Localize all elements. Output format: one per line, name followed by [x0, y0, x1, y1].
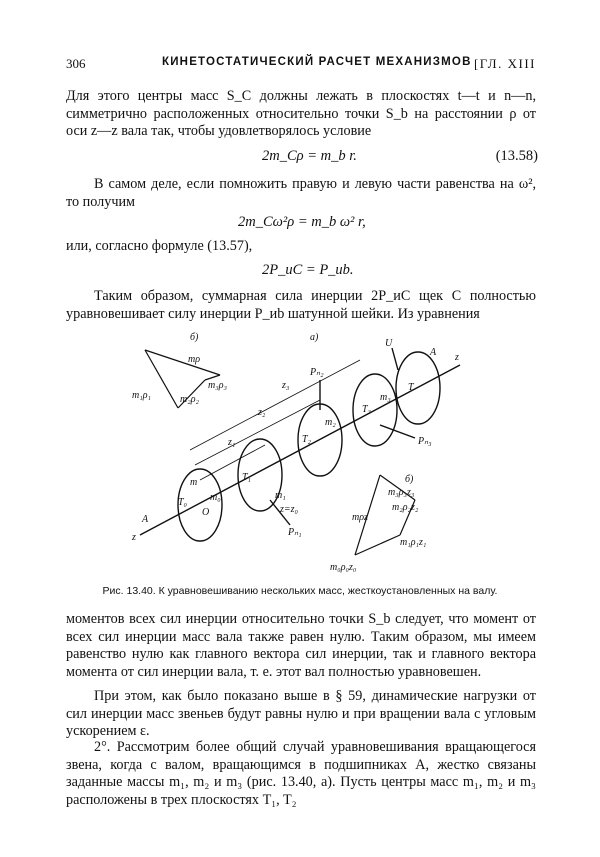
label-O: O [202, 507, 209, 518]
label-b-top: б) [190, 332, 199, 343]
label-T1: T₁ [242, 472, 251, 483]
label-m1p1: m₁ρ₁ [132, 390, 151, 401]
label-m: m [190, 477, 197, 488]
vec-m1p1z1 [399, 499, 416, 536]
label-z-left: z [131, 532, 136, 543]
label-T3: T₃ [362, 404, 372, 415]
dim-z1 [199, 444, 266, 481]
label-T0: T₀ [178, 497, 188, 508]
dim-z3 [189, 359, 361, 451]
paragraph-5: моментов всех сил инерции относительно т… [66, 611, 536, 680]
shaft-axis [139, 364, 461, 536]
vec-m1p1 [144, 349, 179, 409]
arrow-Pn3 [379, 424, 416, 439]
running-title: КИНЕТОСТАТИЧЕСКИЙ РАСЧЕТ МЕХАНИЗМОВ [162, 56, 472, 68]
label-T2: T₂ [302, 434, 312, 445]
figure-caption: Рис. 13.40. К уравновешиванию нескольких… [102, 585, 498, 597]
label-m3p3: m₃ρ₃ [208, 380, 227, 391]
formula-number-13-58: (13.58) [495, 148, 538, 164]
vec-mrho [144, 349, 221, 376]
disk-T3 [352, 373, 398, 447]
formula-2: 2m_Cω²ρ = m_b ω² r, [238, 214, 366, 230]
label-A-left: A [141, 514, 149, 525]
label-U: U [385, 338, 393, 349]
label-Pn2: Pₙ₂ [309, 367, 324, 378]
label-mpz: mρz [352, 512, 368, 523]
label-m0p0z0: m₀ρ₀z₀ [330, 562, 357, 573]
label-Pn1: Pₙ₁ [287, 527, 302, 538]
label-z1: z₁ [227, 437, 235, 448]
label-m1p1z1: m₁ρ₁z₁ [400, 537, 426, 548]
formula-13-58: 2m_Cρ = m_b r. [262, 148, 357, 164]
paragraph-6: При этом, как было показано выше в § 59,… [66, 688, 536, 739]
label-T: T [408, 382, 415, 393]
disk-T1 [237, 438, 283, 512]
label-a: а) [310, 332, 319, 343]
formula-3: 2P_иC = P_иb. [262, 262, 354, 278]
label-z-z0: z=z₀ [279, 504, 299, 515]
paragraph-3-lead: или, согласно формуле (13.57), [66, 238, 253, 254]
vec-m3p3 [204, 374, 221, 381]
label-m0: m₀ [210, 492, 221, 503]
label-m3p3z3: m₃ρ₃z₃ [388, 487, 415, 498]
label-z-right: z [454, 352, 459, 363]
label-b-right: б) [405, 474, 414, 485]
page-number: 306 [66, 56, 86, 71]
label-m1: m₁ [275, 490, 286, 501]
label-z3: z₃ [281, 380, 290, 391]
figure-13-40: б) а) б) mρ m₁ρ₁ m₂ρ₂ m₃ρ₃ z₃ z₂ z₁ z=z₀… [131, 332, 461, 573]
arrow-Pn1 [269, 499, 291, 526]
disk-T0 [177, 468, 223, 542]
label-A-right: A [429, 347, 437, 358]
label-m2: m₂ [325, 417, 336, 428]
vec-m2p2z2 [379, 474, 416, 501]
vec-m2p2 [177, 379, 206, 409]
label-m2p2z2: m₂ρ₂z₂ [392, 502, 419, 513]
label-Pn3: Pₙ₃ [417, 436, 432, 447]
label-z2: z₂ [257, 407, 266, 418]
label-m2p2: m₂ρ₂ [180, 394, 199, 405]
paragraph-1: Для этого центры масс S_C должны лежать … [66, 88, 536, 139]
paragraph-2: В самом деле, если помножить правую и ле… [66, 176, 536, 210]
dim-z2 [194, 399, 321, 466]
arrow-U [391, 347, 399, 371]
vec-m0p0z0 [354, 534, 401, 556]
chapter-marker: [ГЛ. XIII [473, 56, 536, 71]
running-header: 306 КИНЕТОСТАТИЧЕСКИЙ РАСЧЕТ МЕХАНИЗМОВ … [66, 56, 536, 76]
label-m3: m₃ [380, 392, 391, 403]
disk-T [395, 351, 441, 425]
vec-mpz [354, 474, 381, 556]
paragraph-4: Таким образом, суммарная сила инерции 2P… [66, 288, 536, 322]
label-mrho: mρ [188, 354, 200, 365]
paragraph-7: 2°. Рассмотрим более общий случай уравно… [66, 739, 536, 808]
